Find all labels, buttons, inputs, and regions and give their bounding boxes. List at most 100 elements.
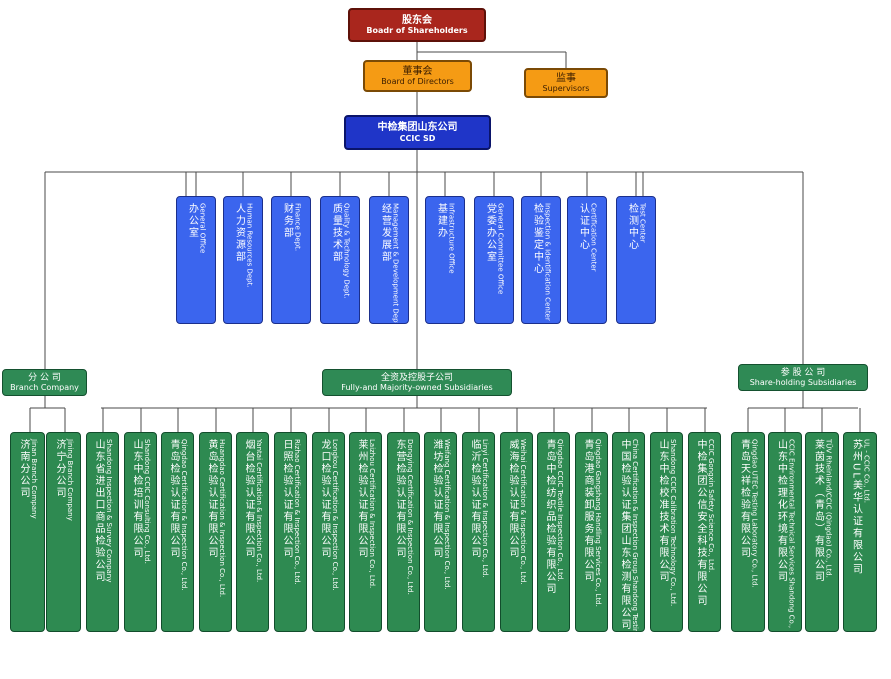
subsidiary-13-label-zh: 青岛中检纺织品检验有限公司 (544, 439, 555, 595)
department-6-label-en: Infrastructure Office (447, 203, 456, 274)
supervisors-label-en: Supervisors (542, 84, 590, 94)
subsidiary-2-label-en: Shandong CCIC Consulting Co., Ltd. (143, 439, 151, 564)
shareholding-2-label-zh: 山东中检理化环境有限公司 (775, 439, 787, 583)
subsidiary-12-label-en: Weihai Certification & Inspection Co., L… (519, 439, 527, 585)
subsidiary-9-label-en: Dongying Certification & Inspection Co.,… (406, 439, 414, 595)
department-10-label-en: Test Center (638, 203, 647, 243)
shareholding-3-label-en: TÜV Rheinland/CCIC (Qingdao) Co., Ltd. (824, 439, 833, 578)
shareholders-label-zh: 股东会 (402, 14, 432, 26)
department-8-label-zh: 检验鉴定中心 (531, 203, 543, 275)
supervisors-box: 监事 Supervisors (524, 68, 608, 98)
subsidiary-3-label-en: Qingdao Certification & Inspection Co., … (180, 439, 188, 591)
shareholding-3-label-zh: 莱茵技术（青岛）有限公司 (812, 439, 824, 583)
subsidiary-5-label-zh: 烟台检验认证有限公司 (243, 439, 254, 559)
shareholding-label-en: Share-holding Subsidiaries (749, 378, 857, 388)
subsidiary-3-label-zh: 青岛检验认证有限公司 (168, 439, 179, 559)
company-box: 中检集团山东公司 CCIC SD (344, 115, 491, 150)
subsidiary-4-label-zh: 黄岛检验认证有限公司 (206, 439, 217, 559)
subsidiary-4-label-en: Huangdao Certification & Inspection Co.,… (218, 439, 226, 598)
company-label-en: CCIC SD (399, 133, 436, 143)
shareholding-2-label-en: CCIC Environmental Technical Services Sh… (787, 439, 796, 632)
shareholding-label-zh: 参 股 公 司 (780, 367, 826, 378)
department-7-label-zh: 党委办公室 (484, 203, 496, 263)
subsidiary-15-label-zh: 中国检验认证集团山东检测有限公司 (619, 439, 630, 631)
subsidiary-16-label-en: Shandong CCIC Calibration Technology Co.… (669, 439, 677, 607)
board-box: 董事会 Board of Directors (363, 60, 472, 92)
department-7-label-en: General Committee Office (496, 203, 505, 295)
subsidiary-10-label-en: Weifang Certification & Inspection Co., … (443, 439, 451, 590)
subsidiary-8-label-zh: 莱州检验认证有限公司 (356, 439, 367, 559)
shareholding-1-label-zh: 青岛天祥检验有限公司 (738, 439, 750, 559)
shareholders-label-en: Boadr of Shareholders (366, 26, 468, 36)
subsidiary-11-label-zh: 临沂检验认证有限公司 (469, 439, 480, 559)
branch-2-label-en: Jining Branch Company (66, 439, 74, 521)
branch-2-label-zh: 济宁分公司 (54, 439, 65, 499)
branch-label-zh: 分 公 司 (28, 372, 61, 383)
board-label-zh: 董事会 (402, 65, 433, 77)
department-9-label-en: Certification Center (589, 203, 598, 272)
subsidiary-1-label-en: Shandong Inspection & Survey Company (105, 439, 113, 583)
department-8-label-en: Inspection & Identification Center (543, 203, 552, 321)
department-2-label-en: Human Resources Dept. (245, 203, 254, 288)
department-3-label-en: Finance Dept. (293, 203, 302, 252)
subsidiary-17-label-zh: 中检集团公信安全科技有限公司 (695, 439, 706, 607)
subsidiary-6-label-en: Rizhao Certification & Inspection Co., L… (293, 439, 301, 585)
subsidiary-5-label-en: Yantai Certification & Inspection Co., L… (255, 439, 263, 583)
supervisors-label-zh: 监事 (556, 72, 576, 84)
subsidiary-7-label-en: Longkou Certification & Inspection Co., … (331, 439, 339, 591)
board-label-en: Board of Directors (381, 77, 454, 87)
subsidiary-14-label-zh: 青岛港商装卸服务有限公司 (582, 439, 593, 583)
department-3-label-zh: 财务部 (281, 203, 293, 239)
subsidiary-12-label-zh: 威海检验认证有限公司 (507, 439, 518, 559)
department-4-label-en: Quality & Technology Dept. (342, 203, 351, 299)
company-label-zh: 中检集团山东公司 (377, 122, 458, 134)
subsidiaries-label-zh: 全资及控股子公司 (380, 372, 453, 383)
department-5-label-zh: 经营发展部 (379, 203, 391, 263)
branch-label-en: Branch Company (10, 383, 79, 393)
branch-1-label-zh: 济南分公司 (18, 439, 29, 499)
shareholding-4-label-en: UL - CCIC Co., Ltd. (862, 439, 871, 503)
subsidiary-9-label-zh: 东营检验认证有限公司 (394, 439, 405, 559)
subsidiary-8-label-en: Laizhou Certification & Inspection Co., … (368, 439, 376, 589)
shareholding-1-label-en: Qingdao UTEC Testing Laboratory Co., Ltd… (750, 439, 759, 588)
subsidiary-11-label-en: Linyi Certification & Inspection Co., Lt… (481, 439, 489, 578)
subsidiary-15-label-en: China Certification & Inspection Group S… (631, 439, 639, 632)
subsidiaries-box: 全资及控股子公司 Fully-and Majority-owned Subsid… (322, 369, 512, 396)
department-10-label-zh: 检测中心 (626, 203, 638, 251)
subsidiary-2-label-zh: 山东中检培训有限公司 (131, 439, 142, 559)
subsidiaries-label-en: Fully-and Majority-owned Subsidiaries (341, 383, 493, 393)
subsidiary-6-label-zh: 日照检验认证有限公司 (281, 439, 292, 559)
subsidiary-10-label-zh: 潍坊检验认证有限公司 (431, 439, 442, 559)
subsidiary-7-label-zh: 龙口检验认证有限公司 (319, 439, 330, 559)
department-1-label-en: General Office (198, 203, 207, 254)
